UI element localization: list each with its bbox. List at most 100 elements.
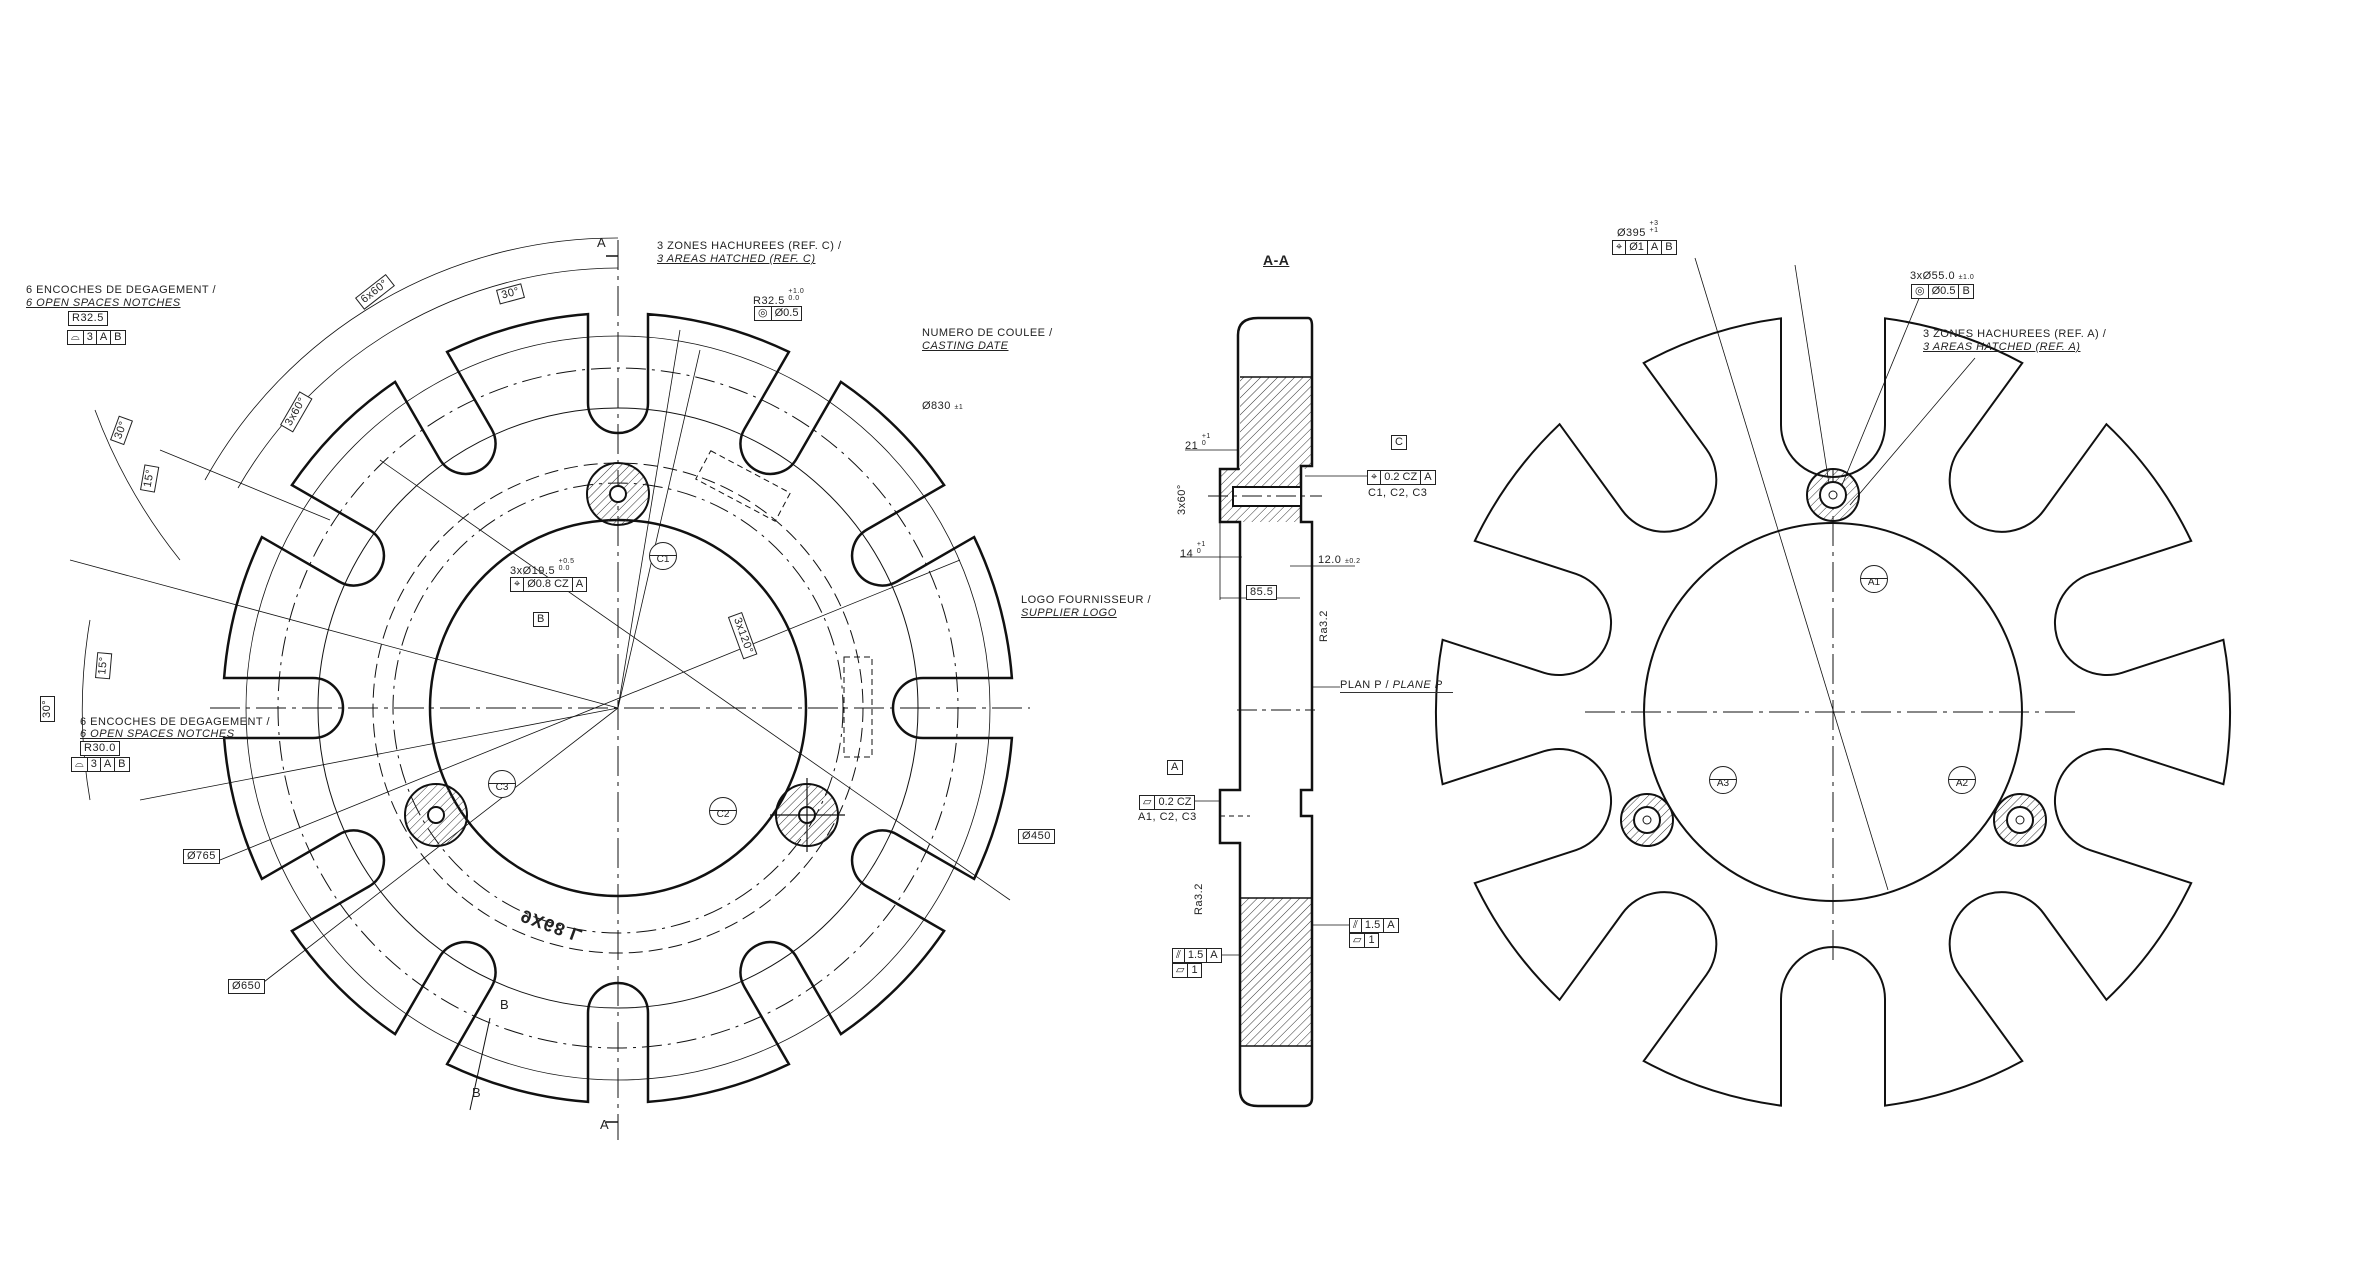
back-holes-callout: 3xØ55.0 ±1.0 <box>1910 270 1974 284</box>
section-b-marker-2: B <box>472 1085 482 1100</box>
upper-tol: +1.0 <box>788 288 805 295</box>
holes-tol: ±1.0 <box>1958 274 1975 281</box>
upper-tol: +1 <box>1196 541 1206 548</box>
angle-15-low: 15° <box>95 651 113 680</box>
frame-cell: 1 <box>1187 963 1202 978</box>
front-hatched-holes <box>404 462 845 852</box>
frame-cell: A <box>1646 240 1663 255</box>
dim-85-5: 85.5 <box>1246 585 1278 600</box>
profile-icon: ⌓ <box>71 757 88 772</box>
back-hatched-holes <box>1620 468 2047 847</box>
flatness-frame-left: ▱1 <box>1172 963 1202 978</box>
notches-note-1-fr: 6 ENCOCHES DE DEGAGEMENT / <box>26 284 217 296</box>
flatness-frame-note: A1, C2, C3 <box>1138 811 1197 823</box>
frame-cell: Ø1 <box>1625 240 1648 255</box>
frame-cell: A <box>571 577 588 592</box>
frame-cell: 3 <box>82 330 97 345</box>
notch-radius-2: R30.0 <box>80 741 120 756</box>
plane-fr: PLAN P <box>1340 679 1382 691</box>
front-gear-outline <box>222 312 1014 1104</box>
casting-note-en: CASTING DATE <box>922 340 1009 352</box>
profile-icon: ⌓ <box>67 330 84 345</box>
holes-dia: Ø19.5 <box>522 565 556 577</box>
section-title: A-A <box>1263 252 1290 268</box>
hatched-note-c-fr: 3 ZONES HACHUREES (REF. C) / <box>657 240 842 252</box>
chamfer-angle: 3x60° <box>1176 484 1188 515</box>
dim-12: 12.0 ±0.2 <box>1318 554 1361 568</box>
dim-value: 14 <box>1180 548 1194 560</box>
datum-target-c1: C1 <box>649 542 677 570</box>
datum-target-c3: C3 <box>488 770 516 798</box>
plane-en: PLANE P <box>1392 679 1443 691</box>
frame-cell: B <box>1958 284 1974 299</box>
back-gear-outline <box>1435 317 2231 1107</box>
logo-note-en: SUPPLIER LOGO <box>1021 607 1117 619</box>
holes-count: 3x <box>1910 270 1923 282</box>
lower-tol: 0 <box>1201 440 1207 447</box>
notches-note-2-en: 6 OPEN SPACES NOTCHES <box>80 728 235 740</box>
hatched-note-a-fr: 3 ZONES HACHUREES (REF. A) / <box>1923 328 2107 340</box>
section-marker-top: A <box>597 235 607 250</box>
frame-cell: A <box>99 757 116 772</box>
dia-tol: ±1 <box>954 404 964 411</box>
frame-cell: B <box>114 757 130 772</box>
angle-30-low: 30° <box>40 695 55 722</box>
frame-cell: A <box>1420 470 1436 485</box>
dim-tol: ±0.2 <box>1344 558 1361 565</box>
frame-cell: 1 <box>1364 933 1379 948</box>
frame-cell: A <box>1383 918 1399 933</box>
section-marker-bottom: A <box>600 1117 610 1132</box>
datum-target-a3: A3 <box>1709 766 1737 794</box>
concentricity-icon: ◎ <box>754 306 772 321</box>
datum-target-a1: A1 <box>1860 565 1888 593</box>
datum-c: C <box>1391 435 1408 450</box>
flatness-frame-right: ▱1 <box>1349 933 1379 948</box>
dia-395: Ø395 +3+1 <box>1617 220 1658 240</box>
upper-tol: +0.5 <box>558 558 575 565</box>
roughness-1: Ra3.2 <box>1318 610 1330 642</box>
lower-tol: +1 <box>1649 227 1659 234</box>
frame-cell: 0.2 CZ <box>1154 795 1196 810</box>
frame-cell: Ø0.8 CZ <box>523 577 573 592</box>
position-icon: ⌖ <box>1367 470 1382 485</box>
frame-cell: 1.5 <box>1360 918 1385 933</box>
frame-cell: Ø0.5 <box>770 306 803 321</box>
flatness-frame: ▱0.2 CZ <box>1139 795 1196 810</box>
plane-sep: / <box>1385 679 1390 691</box>
flatness-icon: ▱ <box>1349 933 1366 948</box>
radius-value: R32.5 <box>753 295 785 307</box>
datum-target-a2: A2 <box>1948 766 1976 794</box>
lower-tol: 0.0 <box>558 565 570 572</box>
position-frame-note: C1, C2, C3 <box>1368 487 1428 499</box>
dim-value: 21 <box>1185 440 1199 452</box>
frame-cell: Ø0.5 <box>1927 284 1960 299</box>
logo-note-fr: LOGO FOURNISSEUR / <box>1021 594 1152 606</box>
datum-b: B <box>533 612 549 627</box>
datum-target-c2: C2 <box>709 797 737 825</box>
frame-cell: 1.5 <box>1183 948 1208 963</box>
dim-value: 12.0 <box>1318 554 1342 566</box>
concentricity-frame: ◎Ø0.5 <box>754 306 803 321</box>
frame-cell: B <box>1661 240 1677 255</box>
section-view <box>1180 316 1370 1108</box>
notch-radius-1: R32.5 <box>68 311 108 326</box>
plane-note: PLAN P / PLANE P <box>1340 679 1453 693</box>
section-b-marker-1: B <box>500 997 510 1012</box>
dia-value: Ø830 <box>922 400 951 412</box>
position-icon: ⌖ <box>1612 240 1627 255</box>
flatness-icon: ▱ <box>1139 795 1156 810</box>
flatness-icon: ▱ <box>1172 963 1189 978</box>
dia-830: Ø830 ±1 <box>922 400 963 414</box>
dia-765: Ø765 <box>183 849 220 864</box>
